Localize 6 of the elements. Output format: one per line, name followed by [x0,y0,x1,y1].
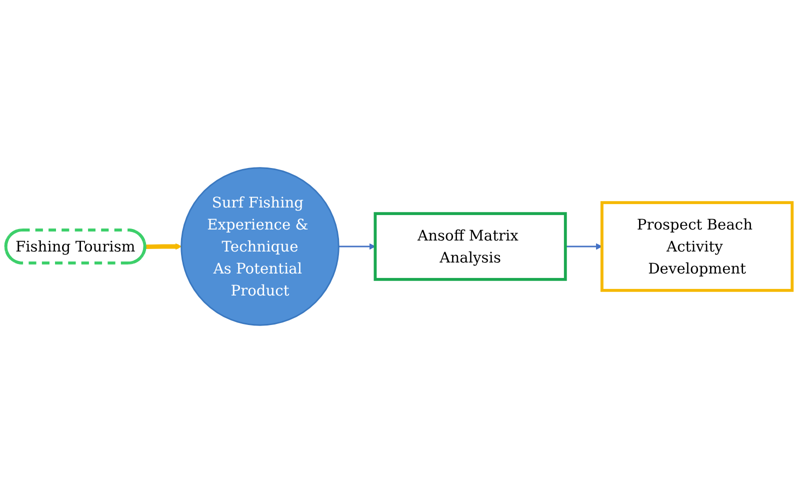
arrow [565,243,602,250]
node-circle: Surf Fishing Experience & Technique As Potential Product [180,167,340,326]
arrow [338,243,376,250]
node-box: Prospect Beach Activity Development [600,201,794,292]
node-box: Ansoff Matrix Analysis [374,212,567,281]
arrow [145,243,182,250]
